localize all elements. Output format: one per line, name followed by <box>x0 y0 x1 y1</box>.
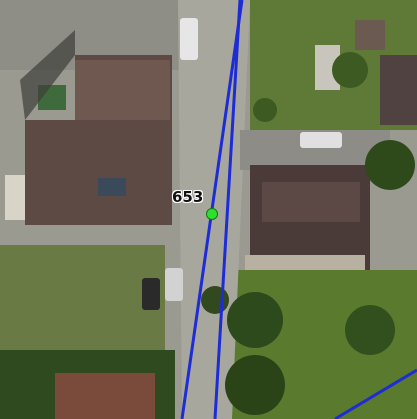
survey-point-marker[interactable] <box>206 208 218 220</box>
tree-6 <box>253 98 277 122</box>
boundary-line-3 <box>334 368 417 419</box>
tree-1 <box>227 292 283 348</box>
house-right-terrace <box>245 255 365 270</box>
tree-2 <box>225 355 285 415</box>
house-right-ridge <box>262 182 360 222</box>
building-main-shadow <box>20 30 75 120</box>
car-silver <box>165 268 183 301</box>
point-label: 653 <box>172 188 204 206</box>
tree-4 <box>365 140 415 190</box>
solar-panel <box>98 178 126 196</box>
car-white-right <box>300 132 342 148</box>
car-dark <box>142 278 160 310</box>
building-main-annex <box>5 175 25 220</box>
building-bottom-roof <box>55 373 155 419</box>
boundary-line-2 <box>213 0 242 419</box>
tree-5 <box>332 52 368 88</box>
house-top-right-small <box>355 20 385 50</box>
house-top-right-roof <box>380 55 417 125</box>
tree-7 <box>201 286 229 314</box>
car-white-top <box>180 18 198 60</box>
building-main-ridge <box>75 60 170 120</box>
lawn-bottom-left <box>0 245 165 365</box>
tree-3 <box>345 305 395 355</box>
